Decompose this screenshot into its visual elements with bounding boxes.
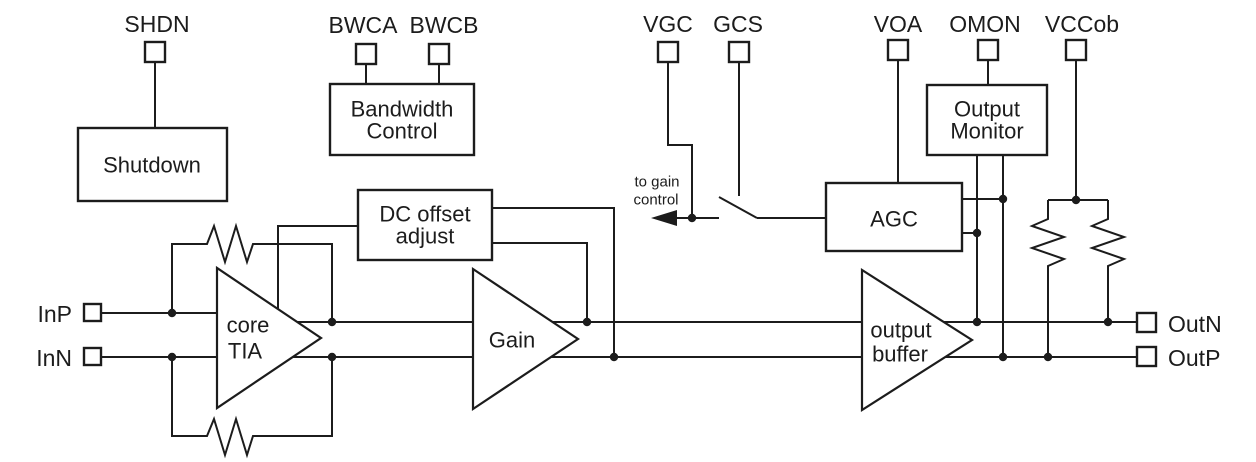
pin-label-voa: VOA — [874, 11, 923, 37]
dc-offset-adjust-label-2: adjust — [396, 224, 455, 249]
shutdown-block — [76, 126, 229, 203]
pin-label-bwcb: BWCB — [410, 12, 479, 38]
dc-offset-adjust-block — [356, 188, 494, 262]
output-monitor-label-1: Output — [954, 97, 1020, 122]
pin-squares — [82, 38, 1158, 368]
output-buffer-amp — [860, 267, 975, 413]
to-gain-control-arrow-icon — [651, 210, 677, 226]
pin-label-shdn: SHDN — [124, 11, 189, 37]
load-resistor-left — [1028, 200, 1068, 357]
gain-label: Gain — [489, 328, 535, 353]
junction-dot — [327, 317, 337, 327]
junction-dot — [998, 194, 1008, 204]
pin-label-outn: OutN — [1168, 311, 1222, 337]
load-resistor-right — [1088, 200, 1128, 322]
junction-dot — [1103, 317, 1113, 327]
pin-vgc — [656, 40, 680, 64]
output-buffer-label-1: output — [870, 318, 931, 343]
output-monitor-block — [925, 83, 1049, 157]
agc-block — [824, 181, 964, 253]
pin-shdn — [143, 40, 167, 64]
junction-dot — [998, 352, 1008, 362]
pin-bwca — [354, 42, 378, 66]
agc-label: AGC — [870, 207, 918, 232]
junction-dot — [327, 352, 337, 362]
dc-offset-adjust-label-1: DC offset — [379, 202, 470, 227]
junction-dot — [1043, 352, 1053, 362]
core-tia-amp — [215, 265, 323, 411]
junction-dot — [972, 228, 982, 238]
shutdown-label: Shutdown — [103, 153, 201, 178]
pin-label-vccob: VCCob — [1045, 11, 1119, 37]
junction-dot — [1071, 195, 1081, 205]
pin-outp — [1135, 345, 1158, 368]
junction-dot — [972, 317, 982, 327]
pin-inp — [82, 302, 103, 323]
switch-blade — [718, 196, 758, 219]
output-monitor-label-2: Monitor — [950, 119, 1023, 144]
wire-vgc — [667, 62, 693, 218]
pin-inn — [82, 346, 103, 367]
junction-dot — [167, 352, 177, 362]
junction-dot — [167, 308, 177, 318]
pin-label-bwca: BWCA — [329, 12, 399, 38]
output-buffer-label-2: buffer — [872, 342, 928, 367]
pin-gcs — [727, 40, 751, 64]
pin-label-outp: OutP — [1168, 345, 1220, 371]
wires — [101, 60, 1137, 459]
to-gain-control-note-1: to gain — [634, 174, 679, 191]
core-tia-label-2: TIA — [228, 339, 263, 364]
pin-label-gcs: GCS — [713, 11, 763, 37]
wire-dcoffset-sense-lower — [492, 207, 615, 357]
bandwidth-control-label-2: Control — [367, 119, 438, 144]
pin-vccob — [1064, 38, 1088, 62]
pin-bwcb — [427, 42, 451, 66]
to-gain-control-note-2: control — [633, 192, 678, 209]
wire-dcoffset-sense-upper — [492, 242, 588, 322]
feedback-resistor-top — [171, 222, 333, 322]
pin-label-omon: OMON — [949, 11, 1021, 37]
pin-omon — [976, 38, 1000, 62]
pin-label-inp: InP — [37, 301, 72, 327]
pin-outn — [1135, 311, 1158, 334]
pin-voa — [886, 38, 910, 62]
bandwidth-control-block — [328, 82, 476, 157]
labels: SHDN BWCA BWCB VGC GCS VOA OMON VCCob In… — [36, 11, 1221, 371]
junction-dots — [167, 194, 1113, 362]
blocks — [76, 82, 1049, 413]
pin-label-inn: InN — [36, 345, 72, 371]
bandwidth-control-label-1: Bandwidth — [351, 97, 454, 122]
wire-dcoffset-to-tia — [277, 225, 358, 312]
gain-amp — [471, 266, 580, 412]
junction-dot — [609, 352, 619, 362]
feedback-resistor-bottom — [171, 357, 333, 459]
junction-dot — [582, 317, 592, 327]
junction-dot — [687, 213, 697, 223]
pin-label-vgc: VGC — [643, 11, 693, 37]
core-tia-label-1: core — [227, 313, 270, 338]
